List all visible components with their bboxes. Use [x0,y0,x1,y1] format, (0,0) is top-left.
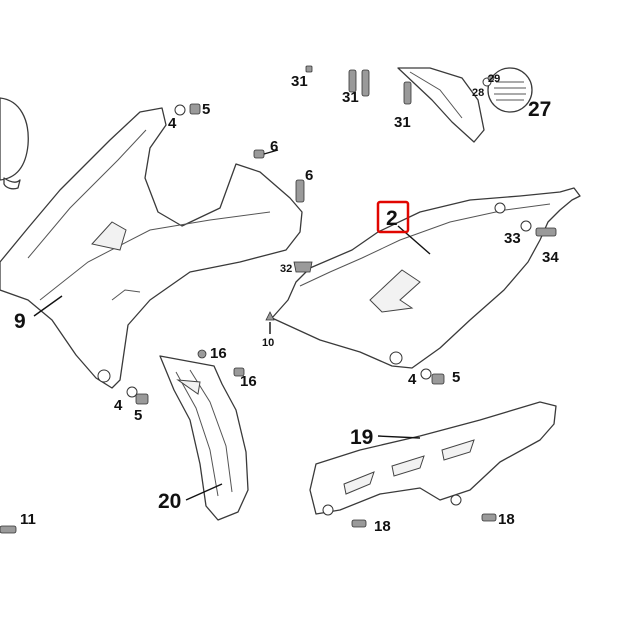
callout-6: 6 [270,138,278,155]
callout-4: 4 [114,397,123,414]
callout-2: 2 [386,207,398,230]
callout-31: 31 [342,89,359,106]
callout-20: 20 [158,490,181,513]
callout-18: 18 [498,511,515,528]
callout-29: 29 [488,73,500,85]
callout-31: 31 [394,114,411,131]
part-19-chain-guard [309,401,557,516]
callout-4: 4 [168,115,177,132]
highlight-box [376,200,410,234]
callout-28: 28 [472,87,484,99]
callout-31: 31 [291,73,308,90]
callout-6: 6 [305,167,313,184]
callout-9: 9 [14,310,26,333]
callout-10: 10 [262,337,274,349]
callout-33: 33 [504,230,521,247]
seat-fragment [0,97,29,190]
fasteners [0,65,557,534]
callout-4: 4 [408,371,417,388]
rear-fender-piece [397,67,485,143]
callout-5: 5 [452,369,460,386]
callout-16: 16 [210,345,227,362]
callout-27: 27 [528,98,551,121]
callouts: 2 4 5 4 5 4 5 6 6 9 10 11 16 16 18 18 19… [14,73,559,535]
part-2-side-cover [271,187,581,369]
callout-19: 19 [350,426,373,449]
part-20-chain-guide [159,355,249,521]
callout-18: 18 [374,518,391,535]
part-9-side-panel [0,107,303,389]
part-27-reflector [487,67,533,113]
leader-lines [33,225,431,501]
callout-11: 11 [20,511,36,528]
callout-34: 34 [542,249,559,266]
callout-5: 5 [202,101,210,118]
callout-5: 5 [134,407,142,424]
callout-16: 16 [240,373,257,390]
callout-32: 32 [280,263,292,275]
